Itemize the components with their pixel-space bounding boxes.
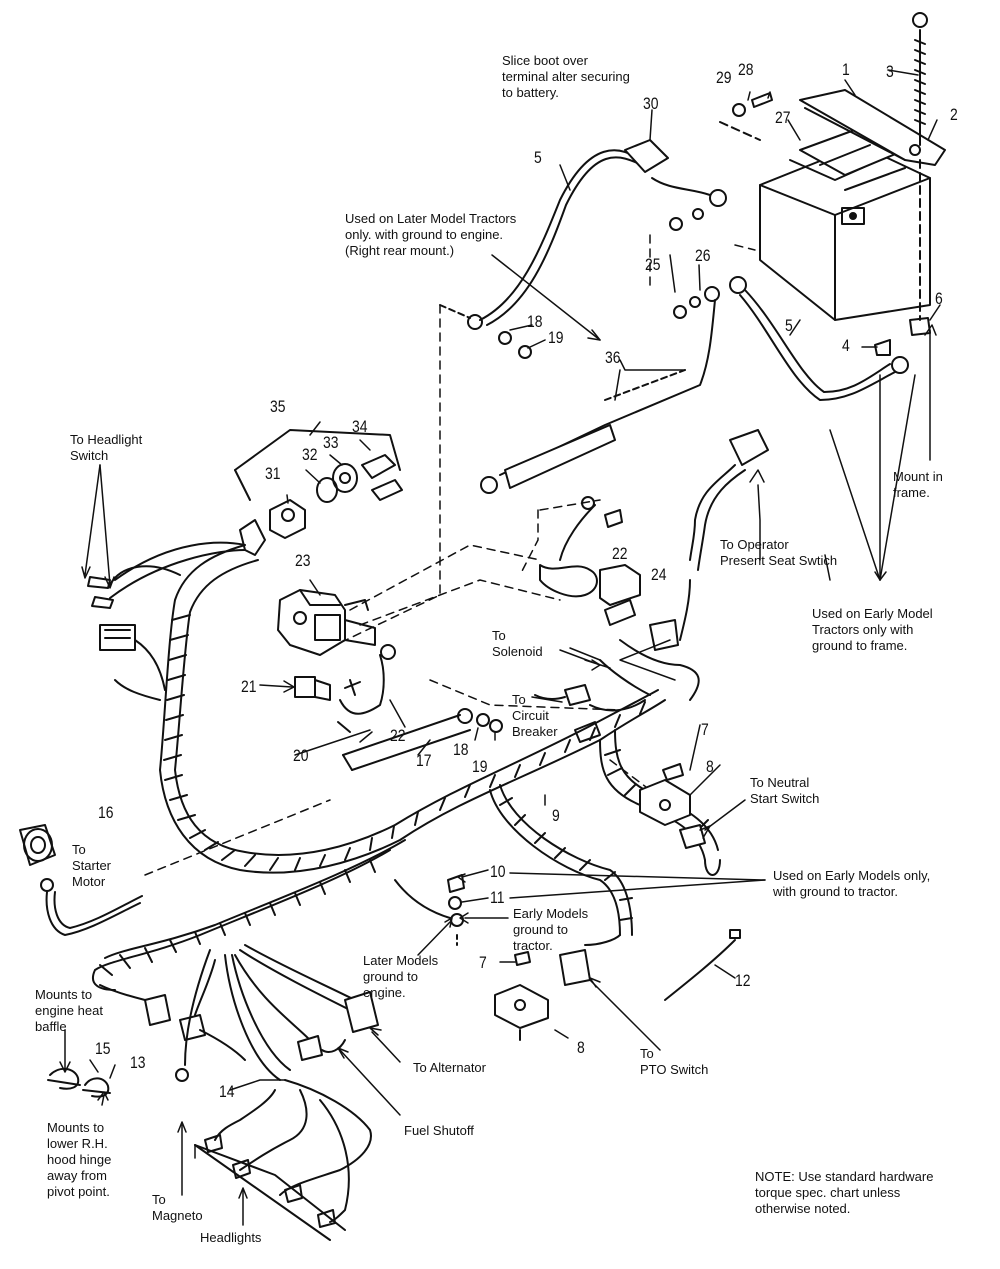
note-to-solenoid: To Solenoid	[492, 628, 543, 659]
callout-5-lower: 5	[785, 316, 793, 335]
callout-11: 11	[490, 888, 505, 907]
starter-lead	[19, 824, 143, 936]
dashed-leader-lines	[144, 234, 756, 876]
callout-13: 13	[130, 1053, 146, 1072]
callout-24: 24	[651, 565, 667, 584]
callout-15: 15	[95, 1039, 111, 1058]
callout-9: 9	[552, 806, 560, 825]
note-fuel-shutoff: Fuel Shutoff	[404, 1123, 474, 1138]
solenoid	[277, 589, 376, 656]
lower-harness	[47, 944, 379, 1241]
note-headlights: Headlights	[200, 1230, 262, 1245]
battery	[719, 12, 946, 321]
note-to-operator-seat-switch: To Operator Present Seat Swtich	[720, 537, 838, 568]
callout-20: 20	[293, 746, 309, 765]
callout-31: 31	[265, 464, 281, 483]
note-mount-in-frame: Mount in frame.	[893, 469, 943, 500]
callout-28: 28	[738, 60, 754, 79]
note-to-starter-motor: To Starter Motor	[72, 842, 112, 889]
callout-22-upper: 22	[612, 544, 628, 563]
note-to-magneto: To Magneto	[152, 1192, 203, 1223]
callout-32: 32	[302, 445, 318, 464]
connector-21	[294, 644, 396, 733]
connectors-right	[534, 429, 769, 743]
pto-switch	[494, 929, 741, 1041]
ground-cables	[342, 286, 720, 771]
callout-33: 33	[323, 433, 339, 452]
note-mounts-engine-baffle: Mounts to engine heat baffle	[35, 987, 103, 1034]
leader-lines	[59, 69, 941, 1226]
note-torque-spec: NOTE: Use standard hardware torque spec.…	[755, 1169, 934, 1216]
callout-27: 27	[775, 108, 791, 127]
note-to-alternator: To Alternator	[413, 1060, 486, 1075]
note-slice-boot: Slice boot over terminal alter securing …	[502, 53, 630, 100]
callout-19-lower: 19	[472, 757, 488, 776]
callout-6: 6	[935, 289, 943, 308]
battery-cable-upper	[439, 139, 727, 359]
callout-7-lower: 7	[479, 953, 487, 972]
callout-14: 14	[219, 1082, 235, 1101]
callout-4: 4	[842, 336, 850, 355]
callout-35: 35	[270, 397, 286, 416]
callout-18-lower: 18	[453, 740, 469, 759]
callout-34: 34	[352, 417, 368, 436]
callout-12: 12	[735, 971, 751, 990]
callout-2: 2	[950, 105, 958, 124]
callout-23: 23	[295, 551, 311, 570]
note-later-model-tractors: Used on Later Model Tractors only. with …	[345, 211, 517, 258]
callout-18-upper: 18	[527, 312, 543, 331]
callout-16: 16	[98, 803, 114, 822]
note-mounts-hood-hinge: Mounts to lower R.H. hood hinge away fro…	[47, 1120, 112, 1199]
note-early-models-ground-tractor: Used on Early Models only, with ground t…	[773, 868, 931, 899]
callout-30: 30	[643, 94, 659, 113]
callout-8-upper: 8	[706, 757, 714, 776]
callout-17: 17	[416, 751, 432, 770]
callout-19-upper: 19	[548, 328, 564, 347]
main-harness	[87, 519, 721, 991]
ground-hardware	[394, 874, 465, 946]
callout-10: 10	[490, 862, 506, 881]
note-later-models-ground: Later Models ground to engine.	[363, 953, 439, 1000]
callout-7-upper: 7	[701, 720, 709, 739]
neutral-switch	[639, 763, 706, 849]
note-to-neutral-start-switch: To Neutral Start Switch	[750, 775, 820, 806]
callout-5-upper: 5	[534, 148, 542, 167]
callout-26: 26	[695, 246, 711, 265]
callout-8-lower: 8	[577, 1038, 585, 1057]
note-to-headlight-switch: To Headlight Switch	[70, 432, 143, 463]
note-early-models-ground: Early Models ground to tractor.	[513, 906, 589, 953]
callout-3: 3	[886, 62, 894, 81]
callout-29: 29	[716, 68, 732, 87]
note-to-circuit-breaker: To Circuit Breaker	[512, 692, 558, 739]
note-early-model-ground-frame: Used on Early Model Tractors only with g…	[812, 606, 933, 653]
callout-21: 21	[241, 677, 257, 696]
callout-22-lower: 22	[390, 726, 406, 745]
callout-36: 36	[605, 348, 621, 367]
note-to-pto-switch: To PTO Switch	[640, 1046, 709, 1077]
ignition-switch	[234, 429, 403, 539]
callout-1: 1	[842, 60, 850, 79]
callout-25: 25	[645, 255, 661, 274]
